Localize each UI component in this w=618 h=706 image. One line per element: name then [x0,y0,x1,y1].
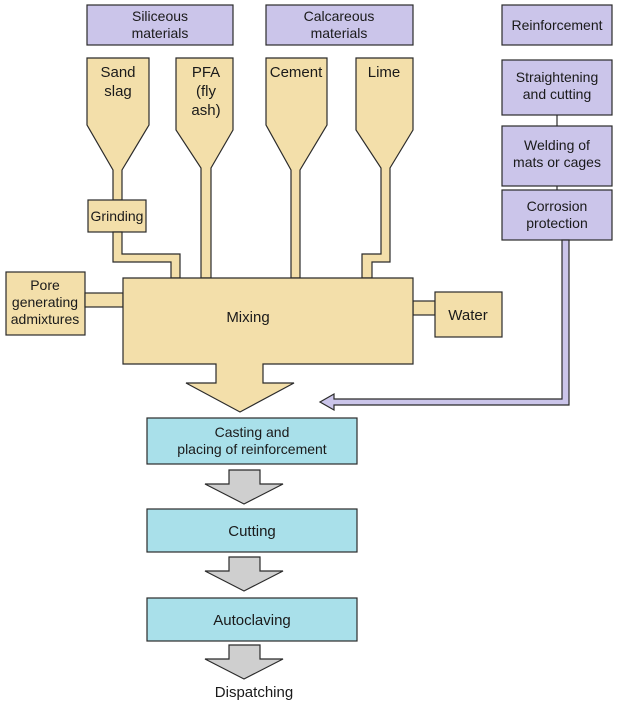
water-box [434,291,503,338]
pfa-label: PFA [192,64,220,81]
casting-line2: placing of reinforcement [177,441,327,457]
reinforcement-box: Reinforcement [501,4,613,46]
grinding-box [87,199,147,233]
welding-line2: mats or cages [513,154,601,170]
lime-hopper [355,57,414,279]
fly-label: (fly [196,83,216,100]
cutting-label: Cutting [228,523,276,540]
water-connector [412,300,436,316]
siliceous-materials-box: Siliceous materials [86,4,234,46]
calcareous-label-line1: Calcareous [304,8,375,24]
welding-line1: Welding of [524,137,590,153]
corrosion-line2: protection [526,215,587,231]
cement-hopper [265,57,328,279]
pore-label-line3: admixtures [11,311,79,327]
sand-label: Sand [100,64,135,81]
arrow-cutting-to-autoclaving [204,556,284,592]
corrosion-line1: Corrosion [527,198,588,214]
ash-label: ash) [191,102,220,119]
welding-box: Welding of mats or cages [501,125,613,187]
siliceous-label-line2: materials [132,25,189,41]
calcareous-materials-box: Calcareous materials [265,4,414,46]
pore-connector [84,292,124,308]
water-label: Water [448,307,487,324]
straightening-line2: and cutting [523,86,592,102]
calcareous-label-line2: materials [311,25,368,41]
dispatching-label: Dispatching [215,684,293,701]
reinforcement-label: Reinforcement [511,17,602,33]
siliceous-label-line1: Siliceous [132,8,188,24]
cement-label: Cement [270,64,323,81]
arrow-casting-to-cutting [204,469,284,505]
autoclaving-box: Autoclaving [146,597,358,642]
mixing-box [122,277,414,413]
grinding-label: Grinding [91,208,144,224]
autoclaving-label: Autoclaving [213,612,291,629]
casting-line1: Casting and [215,424,290,440]
lime-label: Lime [368,64,401,81]
cutting-box: Cutting [146,508,358,553]
grinding-pipe [112,231,181,279]
arrow-autoclaving-to-dispatching [204,644,284,680]
casting-box: Casting and placing of reinforcement [146,417,358,465]
corrosion-box: Corrosion protection [501,189,613,241]
mixing-label: Mixing [226,309,269,326]
pore-label-line2: generating [12,294,78,310]
slag-label: slag [104,83,132,100]
straightening-box: Straightening and cutting [501,59,613,116]
reinforcement-feed-pipe [318,239,570,412]
pore-label-line1: Pore [30,277,60,293]
straightening-line1: Straightening [516,69,599,85]
